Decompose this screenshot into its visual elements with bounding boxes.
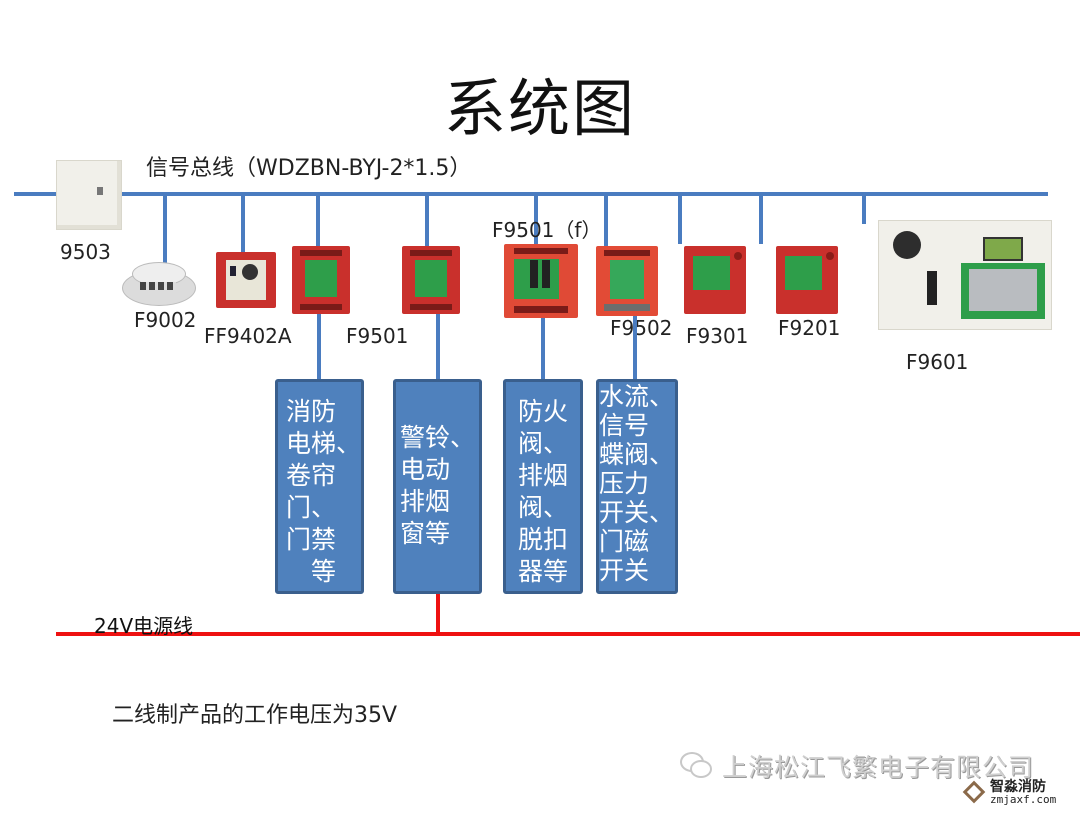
power-line [56,632,1080,636]
bus-drop-ff9402a [241,194,245,254]
link-f9501a-box [317,314,321,380]
page-title: 系统图 [443,72,636,145]
device-label-f9501f: F9501（f） [492,218,602,242]
device-label-f9501: F9501 [346,324,409,348]
io-module-icon [402,246,460,314]
bus-drop-f9501f [534,194,538,250]
company-name: 上海松江飞繁电子有限公司 [722,753,1035,782]
wechat-icon [680,752,712,778]
device-label-f9502: F9502 [610,316,673,340]
power-line-label: 24V电源线 [94,614,194,638]
watermark-site: zmjaxf.com [990,793,1057,806]
equipment-text: 警铃、 电动 排烟 窗等 [400,423,476,548]
bus-drop-f9301 [678,194,682,244]
signal-bus-line [14,192,1048,196]
device-label-ff9402a: FF9402A [204,324,292,348]
bus-drop-f9501a [316,194,320,248]
voltage-note: 二线制产品的工作电压为35V [112,703,398,728]
bus-drop-f9601 [862,194,866,224]
wall-module-icon [97,187,103,195]
device-9503 [56,160,122,230]
sounder-module-icon [216,252,276,308]
link-f9502-box [633,316,637,380]
equipment-box-damper: 防火 阀、 排烟 阀、 脱扣 器等 [503,379,583,594]
device-label-f9201: F9201 [778,316,841,340]
equipment-box-bell-vent: 警铃、 电动 排烟 窗等 [393,379,482,594]
input-module-icon [596,246,658,316]
watermark-name: 智淼消防 [990,779,1046,795]
device-label-f9301: F9301 [686,324,749,348]
link-f9501-box [436,314,440,380]
power-link-bell-box [436,594,440,634]
bus-drop-f9502 [604,194,608,246]
bus-drop-f9002 [163,194,167,264]
watermark-logo-icon [962,780,986,804]
signal-bus-label: 信号总线（WDZBN-BYJ-2*1.5） [146,156,472,181]
display-panel-icon [878,220,1052,330]
equipment-text: 消防 电梯、 卷帘 门、 门禁 等 [286,397,362,586]
device-label-f9601: F9601 [906,350,969,374]
link-f9501f-box [541,318,545,380]
device-label-f9002: F9002 [134,308,197,332]
equipment-box-switches: 水流、 信号 蝶阀、 压力 开关、 门磁 开关 [596,379,678,594]
io-module-icon [504,244,578,318]
bus-drop-f9201 [759,194,763,244]
bus-drop-f9501 [425,194,429,248]
hydrant-button-icon [776,246,838,314]
device-label-9503: 9503 [60,240,111,264]
smoke-detector-icon [122,262,196,308]
equipment-text: 防火 阀、 排烟 阀、 脱扣 器等 [518,397,569,586]
equipment-box-elevator-door: 消防 电梯、 卷帘 门、 门禁 等 [275,379,364,594]
equipment-text: 水流、 信号 蝶阀、 压力 开关、 门磁 开关 [599,382,675,585]
io-module-icon [292,246,350,314]
manual-call-point-icon [684,246,746,314]
